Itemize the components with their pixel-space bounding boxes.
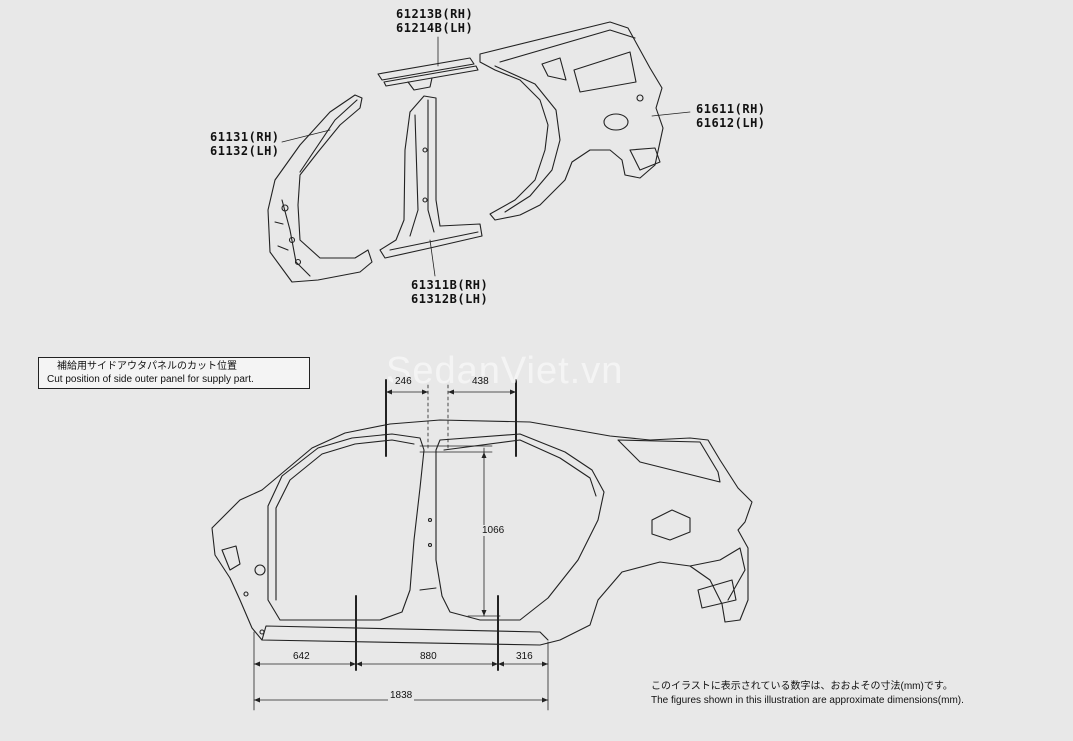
callout-front-pillar-lh: 61132(LH) [210,144,280,158]
center-pillar-part [379,95,483,259]
dim-top-left: 246 [393,376,414,387]
footnote: このイラストに表示されている数字は、おおよその寸法(mm)です。 The fig… [651,680,964,708]
callout-quarter-panel-rh: 61611(RH) [696,102,766,116]
callout-roof-rail-lh: 61214B(LH) [396,21,474,35]
cut-lines [355,379,517,671]
callout-center-pillar: 61311B(RH) 61312B(LH) [411,278,488,306]
callout-quarter-panel: 61611(RH) 61612(LH) [696,102,766,130]
dim-height: 1066 [480,525,507,536]
footnote-jp: このイラストに表示されている数字は、おおよその寸法(mm)です。 [651,681,953,692]
quarter-panel-part [479,21,664,221]
callout-front-pillar: 61131(RH) 61132(LH) [210,130,280,158]
watermark: SedanViet.vn [386,350,624,392]
footnote-en: The figures shown in this illustration a… [651,695,964,706]
dimension-arrows [254,389,548,703]
front-pillar-part [267,94,373,283]
side-outer-panel [211,419,753,646]
callout-front-pillar-rh: 61131(RH) [210,130,280,144]
dim-bottom-c: 316 [514,651,535,662]
cut-position-note-jp: 補給用サイドアウタパネルのカット位置 [57,361,237,372]
callout-center-pillar-lh: 61312B(LH) [411,292,489,306]
dim-overall: 1838 [388,690,415,701]
cut-position-note-en: Cut position of side outer panel for sup… [47,374,254,385]
callout-roof-rail-rh: 61213B(RH) [396,7,474,21]
cut-position-note: 補給用サイドアウタパネルのカット位置 Cut position of side … [38,357,310,389]
dim-bottom-b: 880 [418,651,439,662]
callout-leaders [281,36,691,277]
dim-bottom-a: 642 [291,651,312,662]
callout-roof-rail: 61213B(RH) 61214B(LH) [396,7,473,35]
callout-center-pillar-rh: 61311B(RH) [411,278,489,292]
roof-rail-part [377,57,479,91]
dim-top-right: 438 [470,376,491,387]
callout-quarter-panel-lh: 61612(LH) [696,116,766,130]
